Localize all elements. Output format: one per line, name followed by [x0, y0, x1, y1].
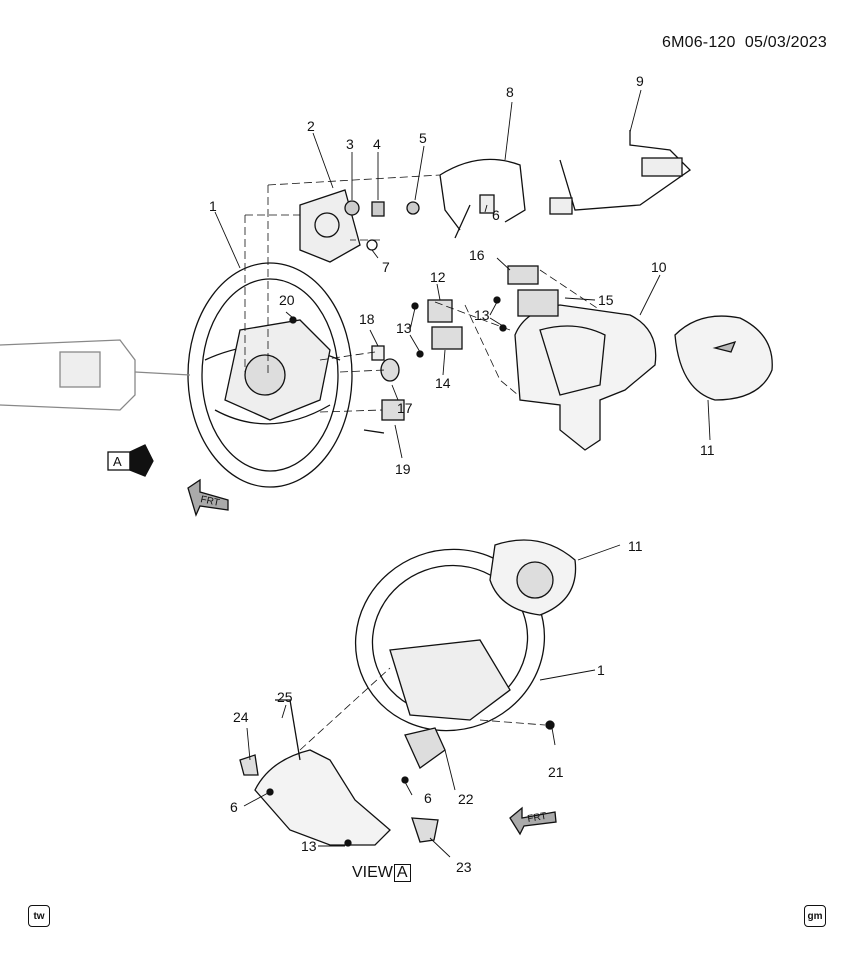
view-arrow-a	[107, 444, 154, 477]
view-arrow-label: A	[113, 454, 122, 469]
steering-wheel-bezel	[514, 304, 657, 451]
gm-badge-text: gm	[807, 910, 823, 922]
callout-13-bottom: 13	[301, 838, 317, 854]
view-caption-prefix: VIEW	[352, 864, 393, 881]
gm-logo-icon: gm	[804, 905, 826, 927]
callout-11-bottom: 11	[628, 538, 643, 554]
callout-1-bottom: 1	[597, 662, 605, 678]
callout-1: 1	[209, 198, 217, 214]
diagram-code: 6M06-120	[661, 34, 736, 51]
callout-15: 15	[598, 292, 614, 308]
tw-badge-icon: tw	[28, 905, 50, 927]
airbag-module-top	[674, 315, 773, 401]
steering-column	[0, 339, 191, 411]
callout-3: 3	[346, 136, 354, 152]
callout-4: 4	[373, 136, 381, 152]
callout-2: 2	[307, 118, 315, 134]
steering-wheel-top	[187, 262, 353, 488]
callout-13-right: 13	[474, 307, 490, 323]
tw-badge-text: tw	[33, 910, 45, 922]
view-caption-letter: A	[393, 864, 411, 882]
clockspring-assembly	[299, 189, 420, 263]
callout-24: 24	[233, 709, 249, 725]
callout-6-bottom-right: 6	[424, 790, 432, 806]
wiring-harness-8	[439, 158, 526, 239]
front-label-bottom: FRT	[527, 811, 548, 825]
front-arrow-top	[187, 478, 229, 517]
callout-20: 20	[279, 292, 295, 308]
diagram-date: 05/03/2023	[744, 34, 827, 51]
callout-7: 7	[382, 259, 390, 275]
callout-21: 21	[548, 764, 564, 780]
guide-lines-bottom	[299, 667, 546, 751]
callout-6-top: 6	[492, 207, 500, 223]
callout-13-left: 13	[396, 320, 412, 336]
callout-23: 23	[456, 859, 472, 875]
front-label-top: FRT	[199, 494, 220, 509]
guide-lines-top	[244, 174, 601, 413]
callout-22: 22	[458, 791, 474, 807]
callout-11-top: 11	[700, 442, 715, 458]
callout-18: 18	[359, 311, 375, 327]
callout-16: 16	[469, 247, 485, 263]
callout-9: 9	[636, 73, 644, 89]
callout-5: 5	[419, 130, 427, 146]
small-parts	[289, 316, 405, 434]
callout-6-bottom-left: 6	[230, 799, 238, 815]
callout-25: 25	[277, 689, 293, 705]
leader-lines	[214, 89, 711, 858]
rear-cover	[239, 699, 555, 847]
callout-19: 19	[395, 461, 411, 477]
callout-10: 10	[651, 259, 667, 275]
callout-8: 8	[506, 84, 514, 100]
airbag-module-rear	[489, 539, 577, 616]
switch-parts	[411, 265, 559, 358]
front-arrow-bottom	[509, 806, 557, 836]
callout-12: 12	[430, 269, 446, 285]
wiring-harness-9	[549, 130, 692, 215]
callout-14: 14	[435, 375, 451, 391]
callout-17: 17	[397, 400, 413, 416]
diagram-header: 6M06-120 05/03/2023	[662, 34, 827, 52]
